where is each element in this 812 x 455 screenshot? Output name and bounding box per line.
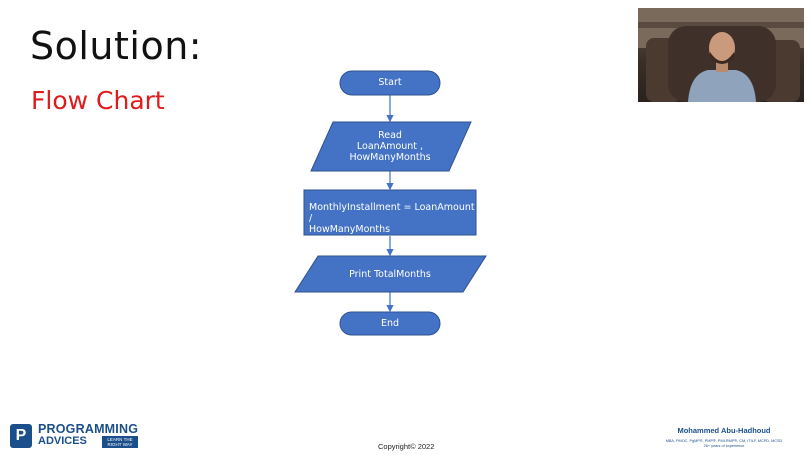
programming-advices-logo: P PROGRAMMING ADVICES LEARN THE RIGHT WA…: [10, 422, 140, 450]
author-name: Mohammed Abu-Hadhoud: [677, 426, 771, 435]
slide-subtitle: Flow Chart: [31, 86, 165, 115]
start-terminator: [339, 70, 441, 96]
author-block: Mohammed Abu-Hadhoud MBA, PMOC, PgMP®, P…: [644, 426, 804, 448]
read-line-3: HowManyMonths: [349, 152, 431, 163]
read-line-1: Read: [378, 130, 402, 141]
copyright-text: Copyright© 2022: [378, 442, 435, 451]
start-label: Start: [378, 77, 402, 88]
slide-title: Solution:: [30, 24, 203, 68]
process-line-1: MonthlyInstallment = LoanAmount /: [309, 202, 475, 224]
print-label: Print TotalMonths: [349, 269, 431, 280]
process-rectangle: [303, 189, 477, 236]
read-label: Read LoanAmount , HowManyMonths: [320, 130, 460, 163]
logo-line-1: PROGRAMMING: [38, 422, 139, 436]
end-label: End: [380, 318, 400, 329]
author-experience: 26+ years of experience: [703, 444, 745, 448]
read-input-parallelogram: [310, 121, 472, 172]
read-line-2: LoanAmount ,: [356, 141, 424, 152]
logo-tagline: LEARN THE RIGHT WAY: [102, 436, 138, 448]
process-label: MonthlyInstallment = LoanAmount / HowMan…: [309, 202, 477, 235]
end-terminator: [339, 311, 441, 336]
print-output-parallelogram: [294, 255, 487, 293]
process-line-2: HowManyMonths: [309, 224, 391, 235]
logo-mark-icon: P: [10, 424, 32, 448]
presenter-webcam: [638, 8, 804, 102]
logo-line-2: ADVICES: [38, 435, 87, 447]
author-credentials: MBA, PMOC, PgMP®, PMP®, PMI-RMP®, CM, IT…: [665, 439, 783, 443]
presenter-webcam-icon: [638, 8, 804, 102]
